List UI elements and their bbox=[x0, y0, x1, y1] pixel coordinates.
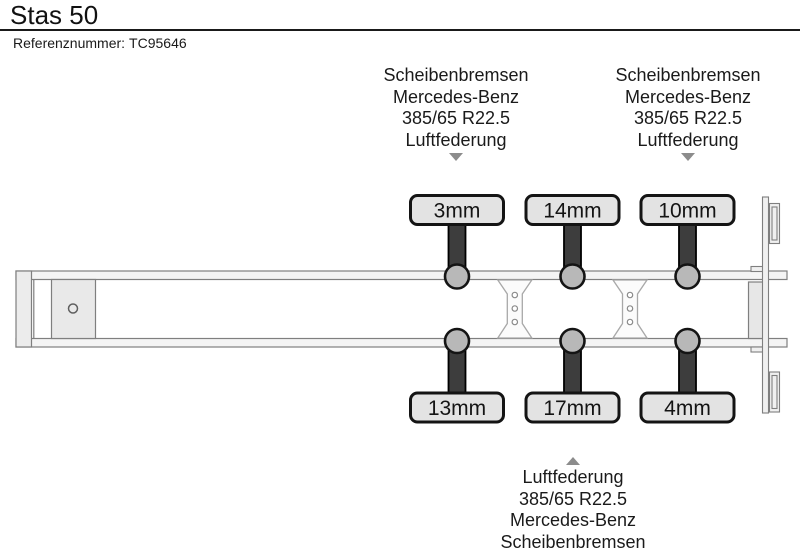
annotation-line-tyresize: 385/65 R22.5 bbox=[401, 108, 511, 128]
annotation-axle-3: Scheibenbremsen Mercedes-Benz 385/65 R22… bbox=[588, 65, 788, 161]
hub-axle-1-bottom bbox=[443, 327, 471, 355]
measurement-value-axle-2-bottom: 17mm bbox=[543, 397, 601, 420]
kingpin bbox=[67, 303, 79, 314]
bolt-hole bbox=[626, 291, 634, 299]
annotation-line-brakes: Scheibenbremsen bbox=[615, 65, 761, 85]
measurement-box bbox=[524, 194, 621, 226]
chassis-bottom-rail bbox=[15, 337, 788, 348]
annotation-line-brand: Mercedes-Benz bbox=[509, 510, 637, 530]
annotation-line-suspension: Luftfederung bbox=[522, 467, 624, 487]
hub-axle-1-top bbox=[443, 263, 471, 290]
measurement-box bbox=[524, 391, 621, 424]
annotation-line-brand: Mercedes-Benz bbox=[392, 86, 520, 107]
annotation-line-tyresize: 385/65 R22.5 bbox=[518, 488, 628, 509]
reference-label: Referenznummer: bbox=[13, 35, 126, 51]
arrow-down-icon bbox=[681, 153, 695, 161]
rear-bumper-bar bbox=[761, 196, 770, 414]
measurement-box bbox=[409, 391, 505, 424]
hub-axle-2-bottom bbox=[559, 327, 586, 355]
title-divider bbox=[0, 29, 800, 31]
annotation-line-suspension: Luftfederung bbox=[405, 129, 507, 150]
arrow-up-icon bbox=[566, 457, 580, 465]
hub-axle-3-bottom bbox=[674, 327, 701, 355]
bolt-hole bbox=[626, 305, 634, 312]
rear-light-bottom-inner bbox=[771, 374, 778, 410]
hub-axle-2-top bbox=[559, 263, 586, 290]
measurement-boxes-bottom: 13mm 17mm 4mm bbox=[409, 391, 736, 424]
annotation-line-tyresize: 385/65 R22.5 bbox=[633, 108, 743, 128]
rear-light-bottom bbox=[768, 371, 781, 413]
measurement-box bbox=[639, 391, 736, 424]
reference-number: Referenznummer:TC95646 bbox=[13, 35, 187, 51]
annotation-line-brakes: Scheibenbremsen bbox=[383, 65, 529, 85]
measurement-box bbox=[409, 194, 505, 226]
annotation-line-brakes: Scheibenbremsen bbox=[500, 531, 646, 552]
wheel-hubs bbox=[443, 263, 701, 355]
measurement-value-axle-2-top: 14mm bbox=[543, 200, 601, 223]
bolt-hole bbox=[626, 318, 634, 326]
hub-axle-3-top bbox=[674, 263, 701, 290]
page-title: Stas 50 bbox=[10, 0, 99, 30]
crossmember-2 bbox=[611, 279, 649, 339]
rear-end bbox=[747, 196, 781, 414]
annotation-axle-2: Luftfederung 385/65 R22.5 Mercedes-Benz … bbox=[473, 457, 673, 552]
rear-bracket-top bbox=[750, 265, 764, 273]
rear-bracket-bottom bbox=[750, 346, 764, 353]
rear-light-top-inner bbox=[771, 206, 778, 241]
annotation-line-suspension: Luftfederung bbox=[637, 129, 739, 150]
bolt-hole bbox=[511, 305, 519, 312]
chassis-frame bbox=[15, 270, 788, 348]
measurement-value-axle-3-bottom: 4mm bbox=[664, 397, 711, 420]
measurement-value-axle-3-top: 10mm bbox=[658, 200, 716, 223]
measurement-value-axle-1-top: 3mm bbox=[434, 200, 481, 223]
reference-value: TC95646 bbox=[129, 35, 187, 51]
arrow-down-icon bbox=[449, 153, 463, 161]
measurement-value-axle-1-bottom: 13mm bbox=[428, 397, 486, 420]
rear-light-top bbox=[768, 202, 781, 245]
bolt-hole bbox=[511, 291, 519, 299]
chassis-top-rail bbox=[15, 270, 788, 281]
annotation-axle-1: Scheibenbremsen Mercedes-Benz 385/65 R22… bbox=[356, 65, 556, 161]
annotation-line-brand: Mercedes-Benz bbox=[624, 86, 752, 107]
front-end-member bbox=[15, 270, 33, 348]
bolt-hole bbox=[511, 318, 519, 326]
crossmember-1 bbox=[496, 279, 534, 339]
measurement-boxes-top: 3mm 14mm 10mm bbox=[409, 194, 736, 226]
axles bbox=[447, 212, 697, 405]
measurement-box bbox=[639, 194, 736, 226]
